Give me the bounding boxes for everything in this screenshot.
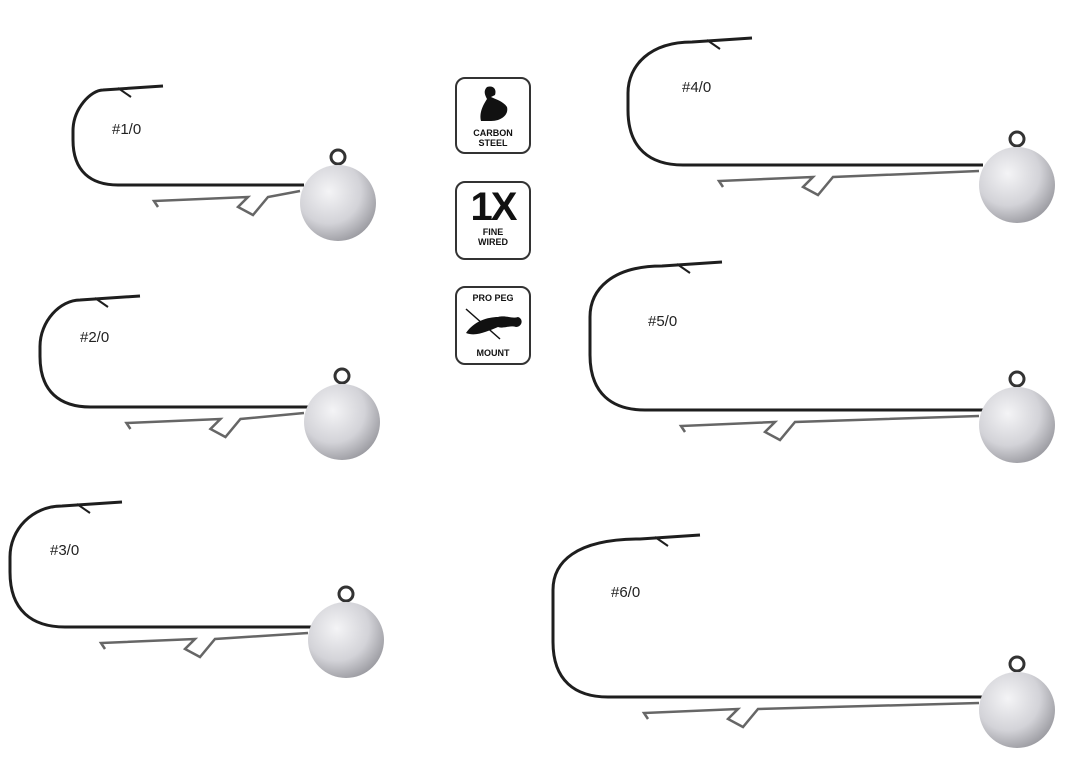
badge-text: STEEL — [478, 138, 508, 148]
badge-text: MOUNT — [476, 348, 510, 358]
hook-size-label: #2/0 — [80, 329, 110, 346]
line-eye — [329, 148, 347, 166]
lead-jig-head — [979, 387, 1055, 463]
hook-barb — [676, 263, 691, 274]
hook-barb — [76, 503, 91, 514]
keeper-wire — [678, 414, 980, 442]
hook-barb — [94, 297, 109, 308]
hook-wire — [71, 84, 304, 187]
fine-wired-badge: 1X FINE WIRED — [455, 181, 531, 260]
hook-wire — [38, 294, 308, 409]
line-eye — [337, 585, 355, 603]
hook-barb — [706, 39, 721, 50]
hook-size-label: #3/0 — [50, 542, 80, 559]
soft-bait-icon — [465, 308, 522, 340]
hook-wire — [551, 533, 983, 699]
hook-size-label: #6/0 — [611, 584, 641, 601]
keeper-wire — [98, 631, 309, 659]
flexed-arm-icon — [480, 86, 508, 121]
keeper-wire — [124, 411, 305, 439]
lead-jig-head — [300, 165, 376, 241]
hook-size-label: #5/0 — [648, 313, 678, 330]
badge-big-text: 1X — [470, 185, 518, 229]
hook-wire — [588, 260, 983, 412]
line-eye — [1008, 370, 1026, 388]
hook-barb — [117, 87, 132, 98]
lead-jig-head — [308, 602, 384, 678]
hook-size-label: #1/0 — [112, 121, 142, 138]
badge-text: FINE — [482, 227, 504, 237]
line-eye — [1008, 130, 1026, 148]
keeper-wire — [641, 701, 980, 729]
keeper-wire — [716, 169, 980, 197]
hook-barb — [654, 536, 669, 547]
hook-wire — [8, 500, 312, 629]
badge-text: WIRED — [478, 237, 508, 247]
carbon-steel-badge: CARBON STEEL — [455, 77, 531, 154]
badge-text: CARBON — [473, 128, 513, 138]
pro-peg-mount-badge: PRO PEG MOUNT — [455, 286, 531, 365]
lead-jig-head — [979, 147, 1055, 223]
lead-jig-head — [304, 384, 380, 460]
hook-size-label: #4/0 — [682, 79, 712, 96]
line-eye — [1008, 655, 1026, 673]
badge-text: PRO PEG — [472, 293, 514, 303]
line-eye — [333, 367, 351, 385]
keeper-wire — [151, 189, 301, 217]
hook-wire — [626, 36, 983, 167]
lead-jig-head — [979, 672, 1055, 748]
